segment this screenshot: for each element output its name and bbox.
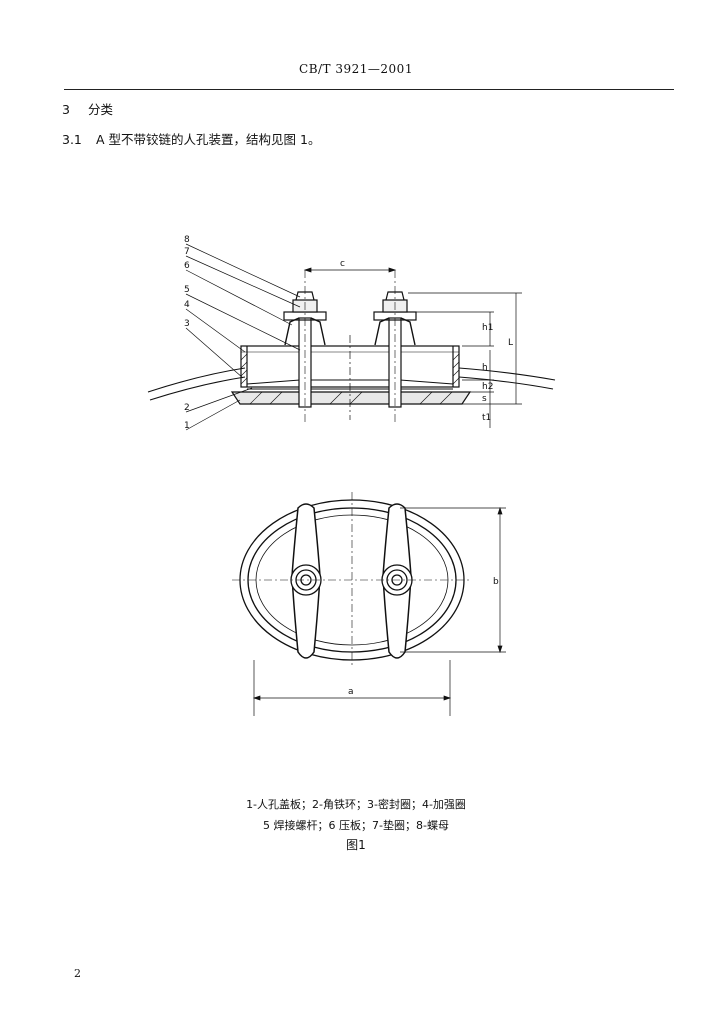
- dimension-a-label: a: [348, 687, 354, 697]
- subsection-number: 3.1: [62, 132, 82, 147]
- part-label-5: 5: [184, 285, 190, 295]
- leader-lines: [185, 243, 301, 431]
- page-number: 2: [74, 967, 81, 980]
- dimension-c: [303, 267, 397, 273]
- section-view: [147, 270, 556, 422]
- figure-title: 图1: [346, 838, 366, 852]
- part-label-3: 3: [184, 319, 190, 329]
- dimension-L-label: L: [508, 338, 513, 348]
- plan-view: [232, 492, 472, 668]
- part-label-1: 1: [184, 421, 190, 431]
- right-dimensions: [408, 292, 522, 428]
- subsection-text: A 型不带铰链的人孔装置，结构见图 1。: [96, 132, 321, 147]
- section-number: 3: [62, 102, 70, 117]
- part-label-7: 7: [184, 247, 190, 257]
- dimension-h1-label: h1: [482, 323, 493, 333]
- dimension-h2-label: h2: [482, 382, 493, 392]
- standard-code: CB/T 3921—2001: [299, 62, 413, 76]
- figure-caption-line-2: 5 焊接螺杆；6 压板；7-垫圈；8-蝶母: [263, 819, 449, 832]
- section-heading: 3 分类: [62, 99, 113, 118]
- part-label-4: 4: [184, 300, 190, 310]
- dimension-h-label: h: [482, 363, 488, 373]
- dimension-c-label: c: [340, 259, 345, 269]
- part-label-6: 6: [184, 261, 190, 271]
- dimension-b: [400, 506, 506, 654]
- dimension-t1-label: t1: [482, 413, 491, 423]
- dimension-s-label: s: [482, 394, 487, 404]
- dimension-b-label: b: [493, 577, 499, 587]
- section-title: 分类: [88, 102, 114, 117]
- dimension-a: [252, 660, 452, 716]
- part-label-2: 2: [184, 403, 190, 413]
- part-label-8: 8: [184, 235, 190, 245]
- subsection-paragraph: 3.1 A 型不带铰链的人孔装置，结构见图 1。: [62, 129, 320, 148]
- figure-caption-line-1: 1-人孔盖板；2-角铁环；3-密封圈；4-加强圈: [246, 798, 466, 811]
- header-rule: [64, 89, 674, 90]
